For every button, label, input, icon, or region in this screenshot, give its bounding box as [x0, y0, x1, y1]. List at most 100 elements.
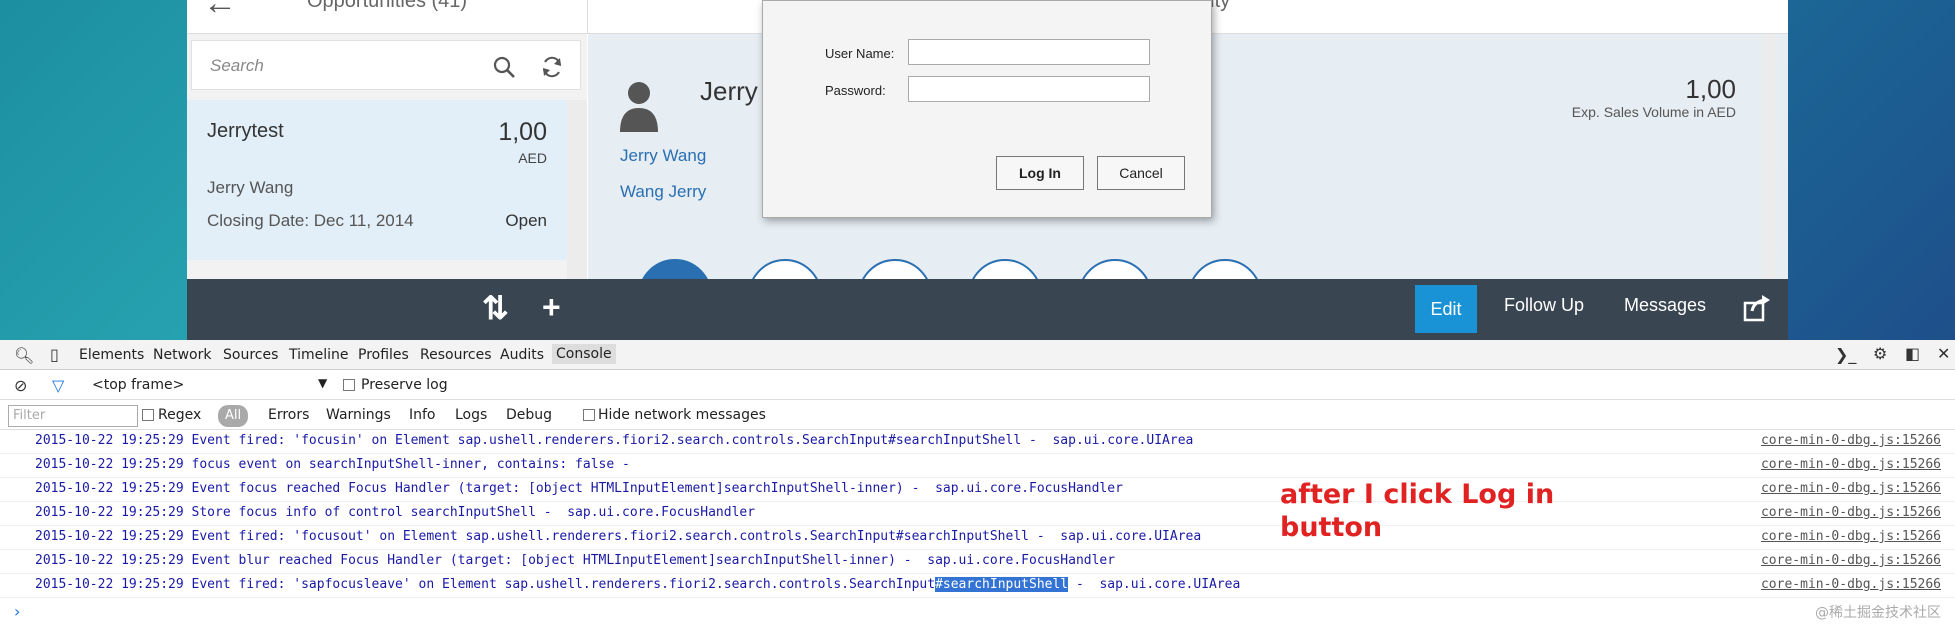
console-prompt[interactable]: › — [14, 602, 21, 621]
follow-up-button[interactable]: Follow Up — [1504, 295, 1585, 315]
drawer-toggle-icon[interactable]: ❯_ — [1835, 345, 1857, 364]
cancel-button[interactable]: Cancel — [1097, 156, 1185, 190]
level-info[interactable]: Info — [409, 407, 436, 423]
header-divider — [587, 0, 588, 34]
tab-resources[interactable]: Resources — [420, 347, 492, 363]
clear-console-icon[interactable]: ⊘ — [14, 376, 28, 395]
detail-link-owner[interactable]: Jerry Wang — [620, 146, 707, 165]
tab-audits[interactable]: Audits — [500, 347, 545, 363]
annotation-text: after I click Log in button — [1280, 479, 1555, 543]
search-field[interactable]: Search — [191, 40, 581, 90]
level-all-button[interactable]: All — [218, 405, 248, 427]
password-input[interactable] — [908, 76, 1150, 102]
gear-icon[interactable]: ⚙ — [1873, 344, 1888, 363]
username-label: User Name: — [825, 46, 895, 61]
log-message: 2015-10-22 19:25:29 Event blur reached F… — [35, 553, 1116, 568]
log-message: 2015-10-22 19:25:29 focus event on searc… — [35, 457, 630, 472]
tab-timeline[interactable]: Timeline — [289, 347, 349, 363]
share-icon[interactable] — [1742, 293, 1772, 323]
master-title: Opportunities (41) — [307, 0, 468, 12]
list-item-status: Open — [505, 211, 547, 230]
log-source-link[interactable]: core-min-0-dbg.js:15266 — [1760, 553, 1941, 568]
tab-sources[interactable]: Sources — [223, 347, 279, 363]
username-input[interactable] — [908, 39, 1150, 65]
log-message: 2015-10-22 19:25:29 Store focus info of … — [35, 505, 756, 520]
login-button[interactable]: Log In — [996, 156, 1084, 190]
log-message-start: 2015-10-22 19:25:29 Event fired: 'sapfoc… — [35, 577, 936, 592]
console-filter-bar: Filter Regex All Errors Warnings Info Lo… — [0, 400, 1955, 430]
chevron-down-icon[interactable]: ▼ — [318, 376, 328, 390]
log-selected-text[interactable]: #searchInputShell — [935, 577, 1069, 592]
preserve-log-label: Preserve log — [361, 377, 448, 393]
log-row: 2015-10-22 19:25:29 Event blur reached F… — [0, 550, 1955, 574]
master-list-pane: Search Jerrytest 1,00 AED Jerry Wang Clo… — [187, 34, 587, 279]
list-item[interactable]: Jerrytest 1,00 AED Jerry Wang Closing Da… — [187, 100, 567, 260]
log-row: 2015-10-22 19:25:29 focus event on searc… — [0, 454, 1955, 478]
device-mode-icon[interactable]: ▯ — [50, 345, 59, 364]
list-item-closing-date: Closing Date: Dec 11, 2014 — [207, 211, 414, 230]
app-footer: ⇅ + Edit Follow Up Messages — [187, 279, 1788, 340]
tab-profiles[interactable]: Profiles — [358, 347, 409, 363]
tab-console[interactable]: Console — [552, 344, 616, 364]
messages-button[interactable]: Messages — [1624, 295, 1707, 315]
detail-link-contact[interactable]: Wang Jerry — [620, 182, 707, 201]
dock-side-icon[interactable]: ◧ — [1905, 344, 1921, 363]
detail-amount-label: Exp. Sales Volume in AED — [1571, 104, 1736, 120]
sort-icon[interactable]: ⇅ — [482, 290, 509, 326]
list-item-value: 1,00 — [498, 118, 547, 146]
log-row: 2015-10-22 19:25:29 Store focus info of … — [0, 502, 1955, 526]
regex-label: Regex — [158, 407, 202, 423]
level-logs[interactable]: Logs — [455, 407, 488, 423]
log-source-link[interactable]: core-min-0-dbg.js:15266 — [1760, 457, 1941, 472]
preserve-log-checkbox[interactable] — [343, 379, 355, 391]
back-arrow-icon[interactable]: ← — [203, 0, 237, 22]
search-icon[interactable] — [492, 55, 516, 79]
filter-placeholder: Filter — [13, 408, 46, 423]
regex-checkbox[interactable] — [142, 409, 154, 421]
log-source-link[interactable]: core-min-0-dbg.js:15266 — [1760, 577, 1941, 592]
log-message: 2015-10-22 19:25:29 Event focus reached … — [35, 481, 1123, 496]
list-scrollbar[interactable] — [567, 100, 587, 279]
devtools-panel: 🔍︎ ▯ Elements Network Sources Timeline P… — [0, 340, 1955, 626]
detail-name: Jerry — [700, 76, 758, 106]
log-source-link[interactable]: core-min-0-dbg.js:15266 — [1760, 433, 1941, 448]
log-row: 2015-10-22 19:25:29 Event fired: 'focusi… — [0, 430, 1955, 454]
edit-button[interactable]: Edit — [1415, 285, 1477, 333]
login-dialog: User Name: Password: Log In Cancel — [762, 0, 1212, 218]
log-row: 2015-10-22 19:25:29 Event fired: 'sapfoc… — [0, 574, 1955, 598]
search-placeholder: Search — [210, 56, 264, 75]
hide-network-checkbox[interactable] — [583, 409, 595, 421]
detail-scrollbar[interactable] — [1762, 34, 1776, 279]
list-item-name: Jerrytest — [207, 120, 284, 142]
inspect-search-icon[interactable]: 🔍︎ — [14, 346, 35, 365]
log-source-link[interactable]: core-min-0-dbg.js:15266 — [1760, 505, 1941, 520]
list-item-owner: Jerry Wang — [207, 178, 294, 197]
close-icon[interactable]: ✕ — [1937, 344, 1951, 363]
log-message: 2015-10-22 19:25:29 Event fired: 'focusi… — [35, 433, 1194, 448]
log-message-end: - sap.ui.core.UIArea — [1068, 577, 1241, 592]
add-icon[interactable]: + — [542, 289, 561, 325]
filter-icon[interactable]: ▽ — [52, 376, 65, 395]
level-warnings[interactable]: Warnings — [326, 407, 391, 423]
console-toolbar: ⊘ ▽ <top frame> ▼ Preserve log — [0, 370, 1955, 400]
console-log: 2015-10-22 19:25:29 Event fired: 'focusi… — [0, 430, 1955, 626]
log-row: 2015-10-22 19:25:29 Event fired: 'focuso… — [0, 526, 1955, 550]
log-message: 2015-10-22 19:25:29 Event fired: 'focuso… — [35, 529, 1202, 544]
log-source-link[interactable]: core-min-0-dbg.js:15266 — [1760, 481, 1941, 496]
hide-network-label: Hide network messages — [598, 407, 766, 423]
log-message: 2015-10-22 19:25:29 Event fired: 'sapfoc… — [35, 577, 1240, 592]
list-item-currency: AED — [518, 150, 547, 166]
level-errors[interactable]: Errors — [268, 407, 310, 423]
refresh-icon[interactable] — [540, 55, 564, 79]
level-debug[interactable]: Debug — [506, 407, 553, 423]
tab-elements[interactable]: Elements — [79, 347, 145, 363]
filter-input[interactable]: Filter — [8, 405, 138, 427]
password-label: Password: — [825, 83, 886, 98]
log-row: 2015-10-22 19:25:29 Event focus reached … — [0, 478, 1955, 502]
log-source-link[interactable]: core-min-0-dbg.js:15266 — [1760, 529, 1941, 544]
person-icon — [620, 82, 658, 132]
frame-selector[interactable]: <top frame> — [92, 377, 185, 393]
tab-network[interactable]: Network — [153, 347, 212, 363]
watermark: @稀土掘金技术社区 — [1815, 605, 1941, 621]
detail-amount: 1,00 — [1685, 74, 1736, 104]
